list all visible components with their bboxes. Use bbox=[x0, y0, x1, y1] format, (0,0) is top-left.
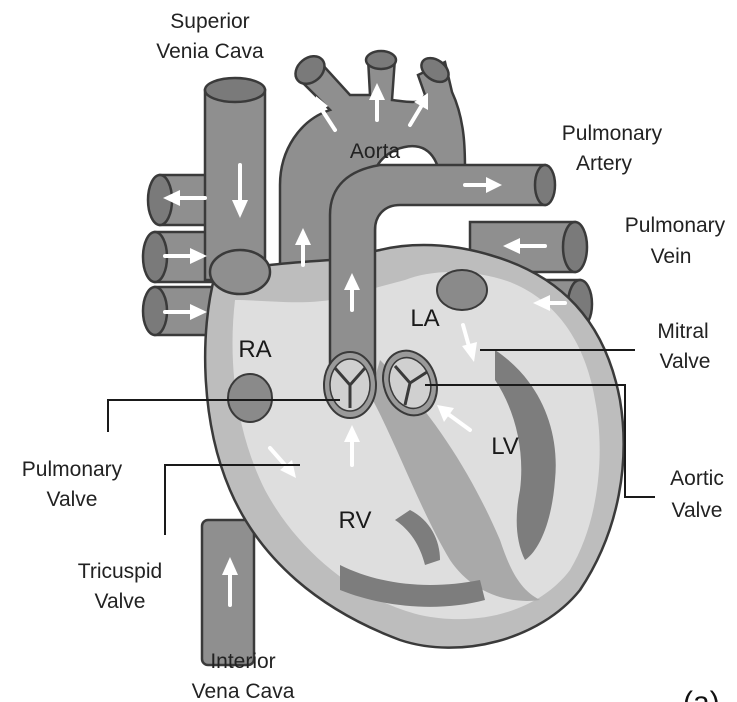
label-superior-vena-cava-line2: Venia Cava bbox=[156, 40, 264, 63]
label-mitral-valve-line1: Mitral bbox=[657, 320, 708, 343]
label-rv: RV bbox=[339, 507, 372, 534]
label-aortic-valve-line2: Valve bbox=[672, 499, 723, 522]
figure-tag: (a) bbox=[683, 686, 720, 702]
label-la: LA bbox=[410, 305, 439, 332]
svc-opening bbox=[210, 250, 270, 294]
pulmonary-valve-shape bbox=[324, 352, 376, 418]
label-tricuspid-valve-line2: Valve bbox=[95, 590, 146, 613]
label-superior-vena-cava-line1: Superior bbox=[170, 10, 249, 33]
label-pulmonary-valve-line1: Pulmonary bbox=[22, 458, 123, 481]
label-lv: LV bbox=[491, 433, 519, 460]
label-aorta: Aorta bbox=[350, 140, 401, 163]
label-pulmonary-vein-line1: Pulmonary bbox=[625, 214, 726, 237]
label-tricuspid-valve-line1: Tricuspid bbox=[78, 560, 162, 583]
la-opening bbox=[437, 270, 487, 310]
label-mitral-valve-line2: Valve bbox=[660, 350, 711, 373]
label-ra: RA bbox=[238, 336, 271, 363]
ra-opening bbox=[228, 374, 272, 422]
label-pulmonary-vein-line2: Vein bbox=[651, 245, 692, 268]
label-inferior-vena-cava-line2: Vena Cava bbox=[192, 680, 295, 702]
label-inferior-vena-cava-line1: Interior bbox=[210, 650, 275, 673]
label-pulmonary-artery-line2: Artery bbox=[576, 152, 633, 175]
label-aortic-valve-line1: Aortic bbox=[670, 467, 724, 490]
label-pulmonary-valve-line2: Valve bbox=[47, 488, 98, 511]
label-pulmonary-artery-line1: Pulmonary bbox=[562, 122, 663, 145]
